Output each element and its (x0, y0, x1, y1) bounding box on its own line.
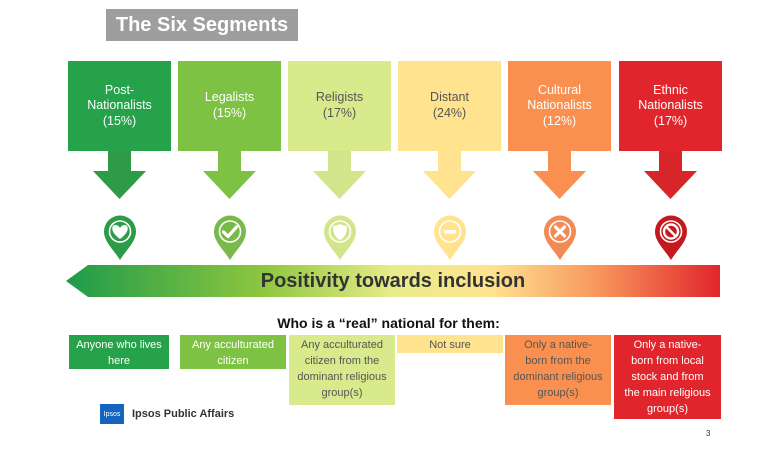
page-number: 3 (706, 429, 711, 438)
segment-label: Ethnic Nationalists (17%) (638, 82, 703, 128)
heart-icon (111, 225, 128, 239)
segment-2: Legalists (15%) (178, 61, 281, 199)
answer-box-1: Anyone who lives here (69, 335, 169, 369)
location-pin-icon (654, 215, 687, 260)
segment-5: Cultural Nationalists (12%) (508, 61, 611, 199)
answer-box-6: Only a native- born from local stock and… (614, 335, 721, 419)
segment-label: Legalists (15%) (204, 90, 255, 120)
segment-6: Ethnic Nationalists (17%) (619, 61, 722, 199)
answer-text: Not sure (429, 339, 471, 351)
location-pin-icon (433, 215, 466, 260)
segment-box: Distant (24%) (398, 61, 501, 151)
location-pin-icon (323, 215, 356, 260)
segment-label: Cultural Nationalists (12%) (527, 82, 592, 128)
company-name: Ipsos Public Affairs (132, 408, 235, 420)
page-title: The Six Segments (106, 9, 298, 41)
minus-icon (443, 230, 456, 234)
answer-text: Only a native- born from the dominant re… (513, 339, 603, 399)
answer-box-5: Only a native- born from the dominant re… (505, 335, 611, 405)
down-arrow-icon (203, 151, 256, 199)
answer-text: Anyone who lives here (76, 339, 162, 367)
down-arrow-icon (533, 151, 586, 199)
down-arrow-icon (93, 151, 146, 199)
location-pin-icon (543, 215, 576, 260)
band-label: Positivity towards inclusion (260, 269, 526, 292)
inclusion-gradient-arrow (66, 265, 720, 297)
question-subtitle: Who is a “real” national for them: (277, 315, 500, 331)
segment-box: Cultural Nationalists (12%) (508, 61, 611, 151)
logo-text: Ipsos (103, 410, 121, 418)
answer-text: Any acculturated citizen from the domina… (297, 339, 387, 399)
answer-text: Only a native- born from local stock and… (624, 339, 711, 415)
segment-box: Ethnic Nationalists (17%) (619, 61, 722, 151)
answer-text: Any acculturated citizen (192, 339, 274, 367)
segment-box: Post- Nationalists (15%) (68, 61, 171, 151)
block-icon (662, 223, 679, 240)
segment-1: Post- Nationalists (15%) (68, 61, 171, 199)
segment-box: Legalists (15%) (178, 61, 281, 151)
down-arrow-icon (644, 151, 697, 199)
down-arrow-icon (423, 151, 476, 199)
segment-label: Religists (17%) (315, 90, 364, 120)
segment-label: Post- Nationalists (15%) (87, 82, 152, 128)
check-icon (221, 225, 238, 239)
down-arrow-icon (313, 151, 366, 199)
answer-box-3: Any acculturated citizen from the domina… (289, 335, 395, 405)
answer-box-2: Any acculturated citizen (180, 335, 286, 369)
segment-3: Religists (17%) (288, 61, 391, 199)
segment-box: Religists (17%) (288, 61, 391, 151)
segment-label: Distant (24%) (430, 90, 469, 120)
location-pin-icon (103, 215, 136, 260)
cross-icon (553, 225, 566, 238)
location-pin-icon (213, 215, 246, 260)
ipsos-logo: Ipsos (100, 404, 124, 424)
segment-4: Distant (24%) (398, 61, 501, 199)
shield-icon (332, 224, 347, 240)
answer-box-4: Not sure (397, 335, 503, 353)
